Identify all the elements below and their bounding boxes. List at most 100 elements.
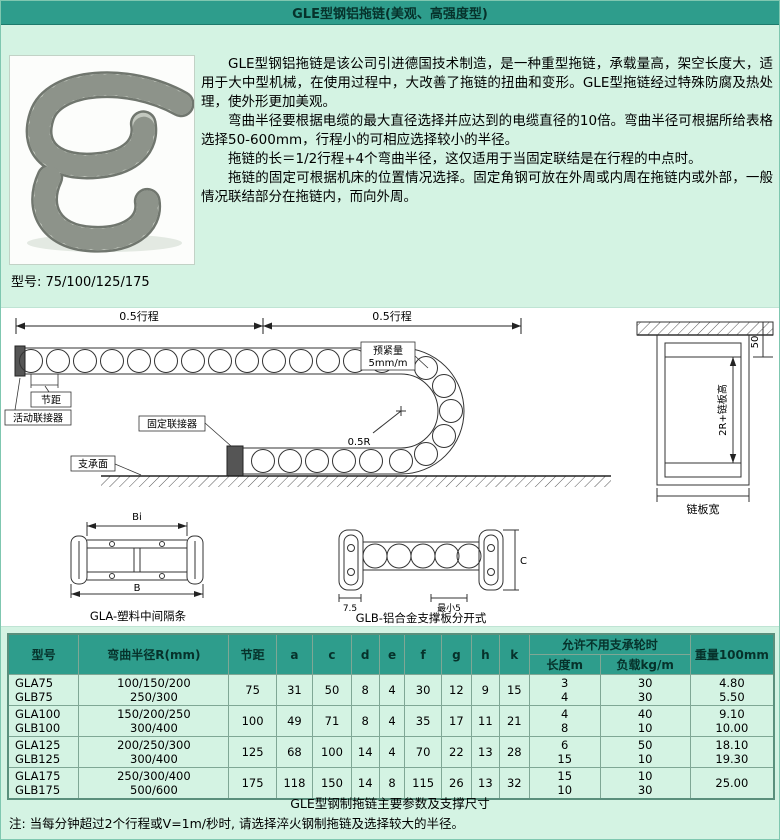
table-cell: 100 xyxy=(228,705,277,737)
table-cell: 175 xyxy=(228,767,277,800)
table-cell: 12 xyxy=(440,674,472,706)
pitch-label: 节距 xyxy=(41,395,61,407)
table-cell: 9 xyxy=(470,674,500,706)
header-bar: GLE型钢铝拖链(美观、高强度型) xyxy=(1,1,779,25)
plate-width-label: 链板宽 xyxy=(687,502,720,516)
mobile-connector-label: 活动联接器 xyxy=(13,412,63,425)
column-header-weight: 重量100mm xyxy=(689,633,775,675)
table-cell: 71 xyxy=(312,705,352,737)
spec-table: 型号 弯曲半径R(mm) 节距 a c d e f g h k 允许不用支承轮时… xyxy=(7,633,775,800)
table-cell: 14 xyxy=(350,736,380,768)
column-header-e: e xyxy=(378,633,406,675)
table-cell: 68 xyxy=(275,736,314,768)
table-cell: 30 xyxy=(404,674,442,706)
column-header-model: 型号 xyxy=(7,633,80,675)
glb-cross-section xyxy=(338,529,519,602)
table-cell: 8 xyxy=(350,674,380,706)
fixed-connector-label: 固定联接器 xyxy=(147,418,197,431)
gla-cross-section xyxy=(70,522,204,598)
table-cell: 115 xyxy=(404,767,442,800)
column-header-d: d xyxy=(350,633,380,675)
pretension-label-1: 预紧量 xyxy=(373,345,403,357)
table-cell: 21 xyxy=(498,705,530,737)
dim-75-label: 7.5 xyxy=(343,604,357,614)
dim-2r-label: 2R+链板高 xyxy=(716,384,729,436)
product-photo xyxy=(9,55,195,265)
column-header-c: c xyxy=(312,633,352,675)
intro-paragraph-4: 拖链的固定可根据机床的位置情况选择。固定角钢可放在外周或内周在拖链内或外部，一般… xyxy=(201,170,773,205)
table-cell: 25.00 xyxy=(689,767,775,800)
dim-min5-label: 最小5 xyxy=(437,603,461,614)
column-header-radius: 弯曲半径R(mm) xyxy=(78,633,230,675)
wall-mount-section xyxy=(636,321,774,502)
column-header-g: g xyxy=(440,633,472,675)
table-cell: 75 xyxy=(228,674,277,706)
table-cell: 4 xyxy=(378,736,406,768)
intro-text: GLE型钢铝拖链是该公司引进德国技术制造，是一种重型拖链，承载量高，架空长度大，… xyxy=(201,55,773,207)
table-cell: 4 xyxy=(378,674,406,706)
diagram-panel: 0.5行程 0.5行程 xyxy=(1,307,779,627)
column-header-load: 负载kg/m xyxy=(599,654,691,675)
table-cell: 8 xyxy=(350,705,380,737)
column-header-k: k xyxy=(498,633,530,675)
half-r-label: 0.5R xyxy=(348,437,371,448)
table-cell: 125 xyxy=(228,736,277,768)
pretension-label-2: 5mm/m xyxy=(369,358,408,369)
intro-paragraph-2: 弯曲半径要根据电缆的最大直径选择并应达到的电缆直径的10倍。弯曲半径可根据所给表… xyxy=(201,113,773,148)
column-header-no-support: 允许不用支承轮时 xyxy=(528,633,691,655)
table-caption: GLE型钢制拖链主要参数及支撑尺寸 xyxy=(290,796,490,811)
model-line: 型号: 75/100/125/175 xyxy=(11,275,150,290)
column-header-a: a xyxy=(275,633,314,675)
column-header-pitch: 节距 xyxy=(228,633,277,675)
column-header-h: h xyxy=(470,633,500,675)
table-cell: 70 xyxy=(404,736,442,768)
glb-caption: GLB-铝合金支撑板分开式 xyxy=(356,611,487,625)
table-cell: 15 xyxy=(498,674,530,706)
chain-side-view xyxy=(14,345,465,477)
stroke-right-label: 0.5行程 xyxy=(372,310,412,323)
table-cell: 50 xyxy=(312,674,352,706)
dim-50-label: 50 xyxy=(750,336,761,349)
product-photo-illustration xyxy=(10,58,194,262)
table-cell: 22 xyxy=(440,736,472,768)
table-cell: 13 xyxy=(470,736,500,768)
table-cell: 26 xyxy=(440,767,472,800)
table-cell: 49 xyxy=(275,705,314,737)
support-surface-label: 支承面 xyxy=(78,459,108,471)
dim-bi-label: Bi xyxy=(132,512,142,523)
column-header-length: 长度m xyxy=(528,654,601,675)
table-cell: 28 xyxy=(498,736,530,768)
stroke-dimension xyxy=(15,318,522,334)
table-cell: 150 xyxy=(312,767,352,800)
table-cell: 17 xyxy=(440,705,472,737)
callout-labels xyxy=(4,341,429,476)
table-cell: 11 xyxy=(470,705,500,737)
footnote: 注: 当每分钟超过2个行程或V=1m/秒时, 请选择淬火钢制拖链及选择较大的半径… xyxy=(9,816,464,831)
dim-c-label: C xyxy=(520,556,527,567)
dim-b-label: B xyxy=(134,583,141,594)
ground-hatch xyxy=(101,475,611,487)
table-cell: 32 xyxy=(498,767,530,800)
page-title: GLE型钢铝拖链(美观、高强度型) xyxy=(292,7,488,22)
table-cell: 35 xyxy=(404,705,442,737)
